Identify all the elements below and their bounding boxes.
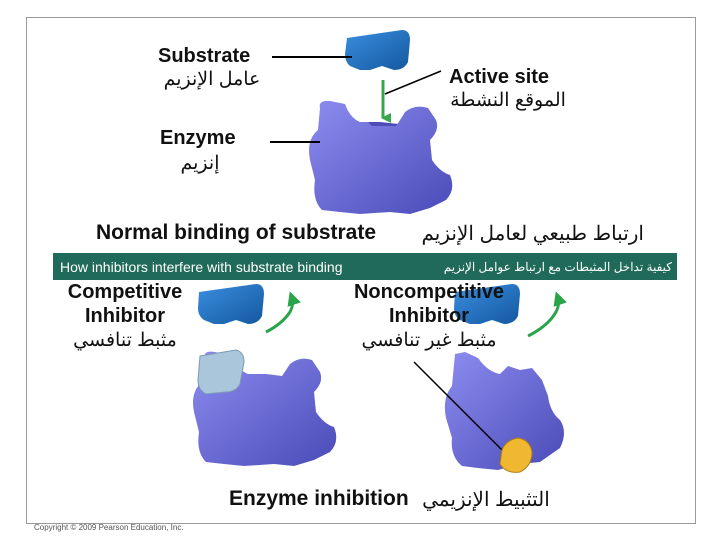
noncompetitive-leader [413, 361, 511, 459]
enzyme-shape-top [309, 100, 453, 214]
copyright-text: Copyright © 2009 Pearson Education, Inc. [34, 523, 184, 532]
active-site-label-ar: الموقع النشطة [450, 90, 566, 111]
substrate-shape-right [454, 284, 520, 324]
substrate-label-ar: عامل الإنزيم [163, 69, 261, 90]
noncompetitive-title-line2: Inhibitor [389, 305, 469, 327]
competitive-title-ar: مثبط تنافسي [73, 330, 177, 351]
normal-binding-title-ar: ارتباط طبيعي لعامل الإنزيم [421, 223, 644, 245]
banner-text-en: How inhibitors interfere with substrate … [60, 259, 343, 275]
section-banner [53, 253, 677, 280]
competitive-title-line2: Inhibitor [85, 305, 165, 327]
competitive-inhibitor-shape [197, 349, 245, 395]
enzyme-inhibition-title-ar: التثبيط الإنزيمي [422, 489, 550, 511]
active-site-label-en: Active site [449, 66, 550, 88]
enzyme-shape-right [444, 352, 564, 470]
substrate-shape-left [198, 284, 264, 324]
curved-arrow-left [265, 291, 301, 334]
enzyme-label-ar: إنزيم [180, 153, 220, 174]
noncompetitive-title-line1: Noncompetitive [353, 281, 505, 303]
noncompetitive-inhibitor-shape [499, 437, 533, 473]
banner-text-ar: كيفية تداخل المثبطات مع ارتباط عوامل الإ… [443, 260, 672, 274]
enzyme-label-en: Enzyme [160, 127, 236, 149]
section-banner-text: How inhibitors interfere with substrate … [60, 258, 672, 276]
active-site-leader [384, 70, 442, 95]
competitive-title-line1: Competitive [67, 281, 183, 303]
substrate-shape [345, 30, 410, 70]
noncompetitive-title-ar: مثبط غير تنافسي [361, 330, 497, 351]
curved-arrow-right [527, 291, 567, 338]
substrate-label-en: Substrate [158, 45, 251, 67]
enzyme-inhibition-title-en: Enzyme inhibition [229, 487, 409, 510]
normal-binding-title-en: Normal binding of substrate [96, 221, 377, 244]
